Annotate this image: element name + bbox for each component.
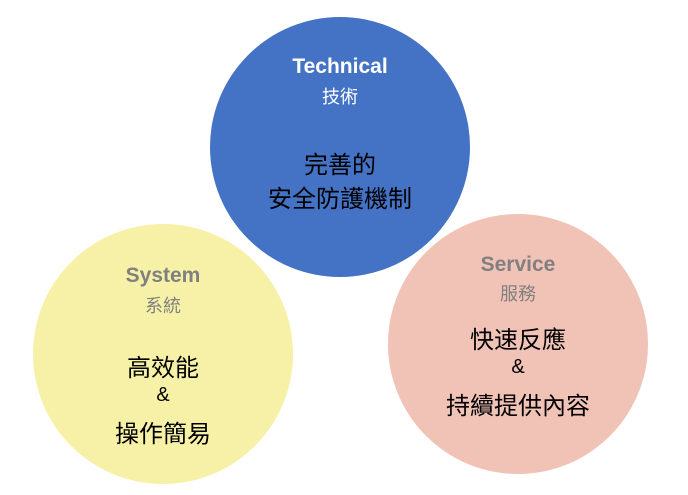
technical-circle: Technical 技術 完善的 安全防護機制 (210, 17, 470, 277)
system-circle: System 系統 高效能 & 操作簡易 (33, 224, 293, 484)
system-line-2: 操作簡易 (115, 420, 211, 448)
service-title-en: Service (480, 253, 556, 276)
service-ampersand: & (511, 356, 525, 378)
system-ampersand: & (156, 384, 170, 406)
technical-line-1: 完善的 (304, 151, 376, 179)
technical-line-2: 安全防護機制 (268, 185, 412, 213)
system-title-en: System (125, 264, 201, 287)
service-circle: Service 服務 快速反應 & 持續提供內容 (388, 214, 648, 474)
technical-title-en: Technical (292, 55, 388, 78)
system-title-zh: 系統 (145, 296, 181, 317)
service-title-zh: 服務 (500, 284, 536, 305)
service-line-2: 持續提供內容 (446, 392, 590, 420)
system-line-1: 高效能 (127, 354, 199, 382)
service-line-1: 快速反應 (470, 326, 566, 354)
technical-title-zh: 技術 (322, 87, 358, 108)
